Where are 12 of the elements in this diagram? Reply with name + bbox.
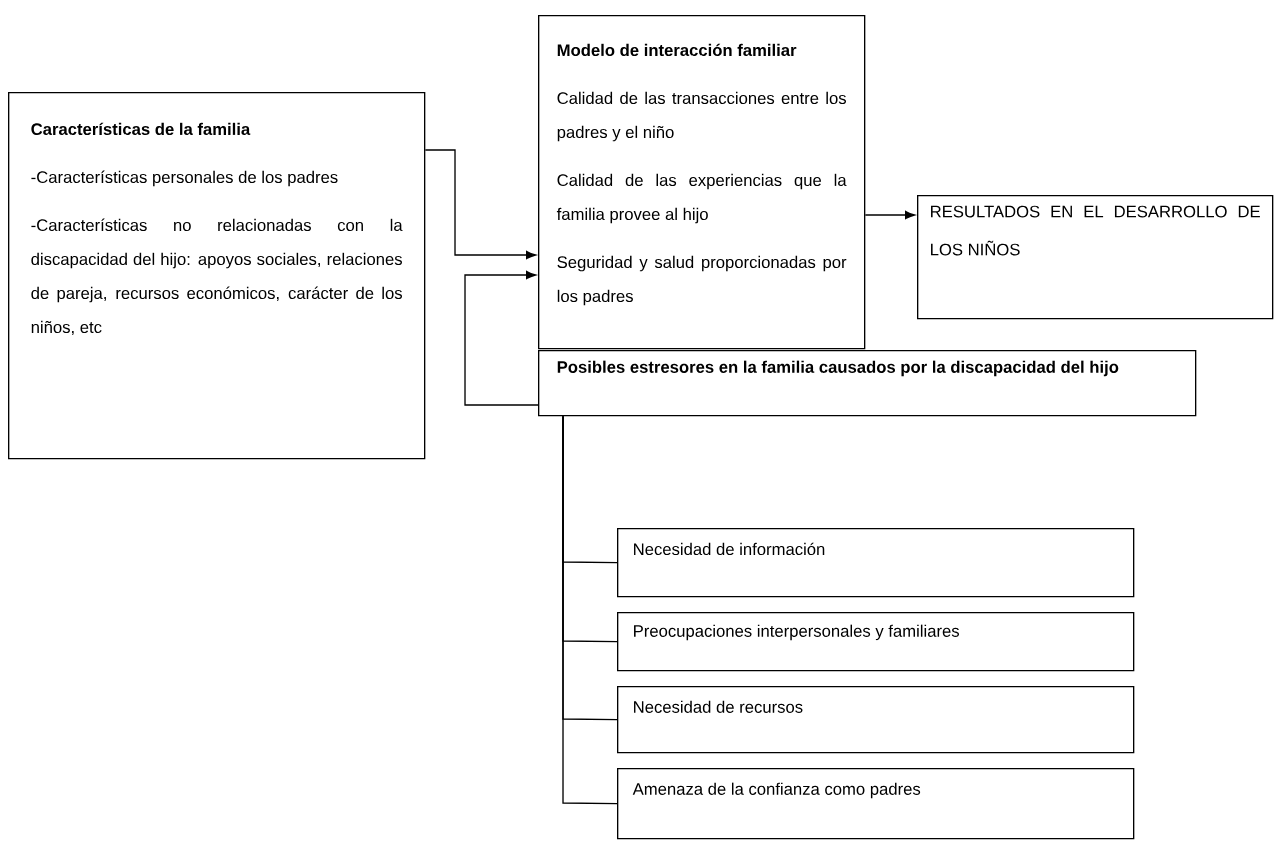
process-box: Necesidad de recursos (617, 686, 1135, 754)
connector-line (562, 415, 618, 805)
process-box: RESULTADOS EN EL DESARROLLO DE LOS NIÑOS (917, 195, 1274, 320)
arrow (864, 210, 915, 220)
process-box: Modelo de interacción familiar Calidad de las transacciones entre los padres y el niño Calidad de las experiencias que la familia provee al hijo Seguridad y salud proporcionadas por los padres (538, 15, 866, 350)
process-box: Posibles estresores en la familia causados por la discapacidad del hijo (538, 350, 1197, 417)
process-box: Necesidad de información (617, 528, 1135, 598)
process-box: Características de la familia -Características personales de los padres -Características no relacionadas con la discapacidad del hijo: apoyos sociales, relaciones de pareja, recursos económicos, carácter de los niños, etc (8, 92, 426, 460)
process-box: Amenaza de la confianza como padres (617, 768, 1135, 840)
arrow (464, 270, 539, 406)
process-box: Preocupaciones interpersonales y familiares (617, 612, 1135, 672)
arrow (424, 149, 536, 260)
